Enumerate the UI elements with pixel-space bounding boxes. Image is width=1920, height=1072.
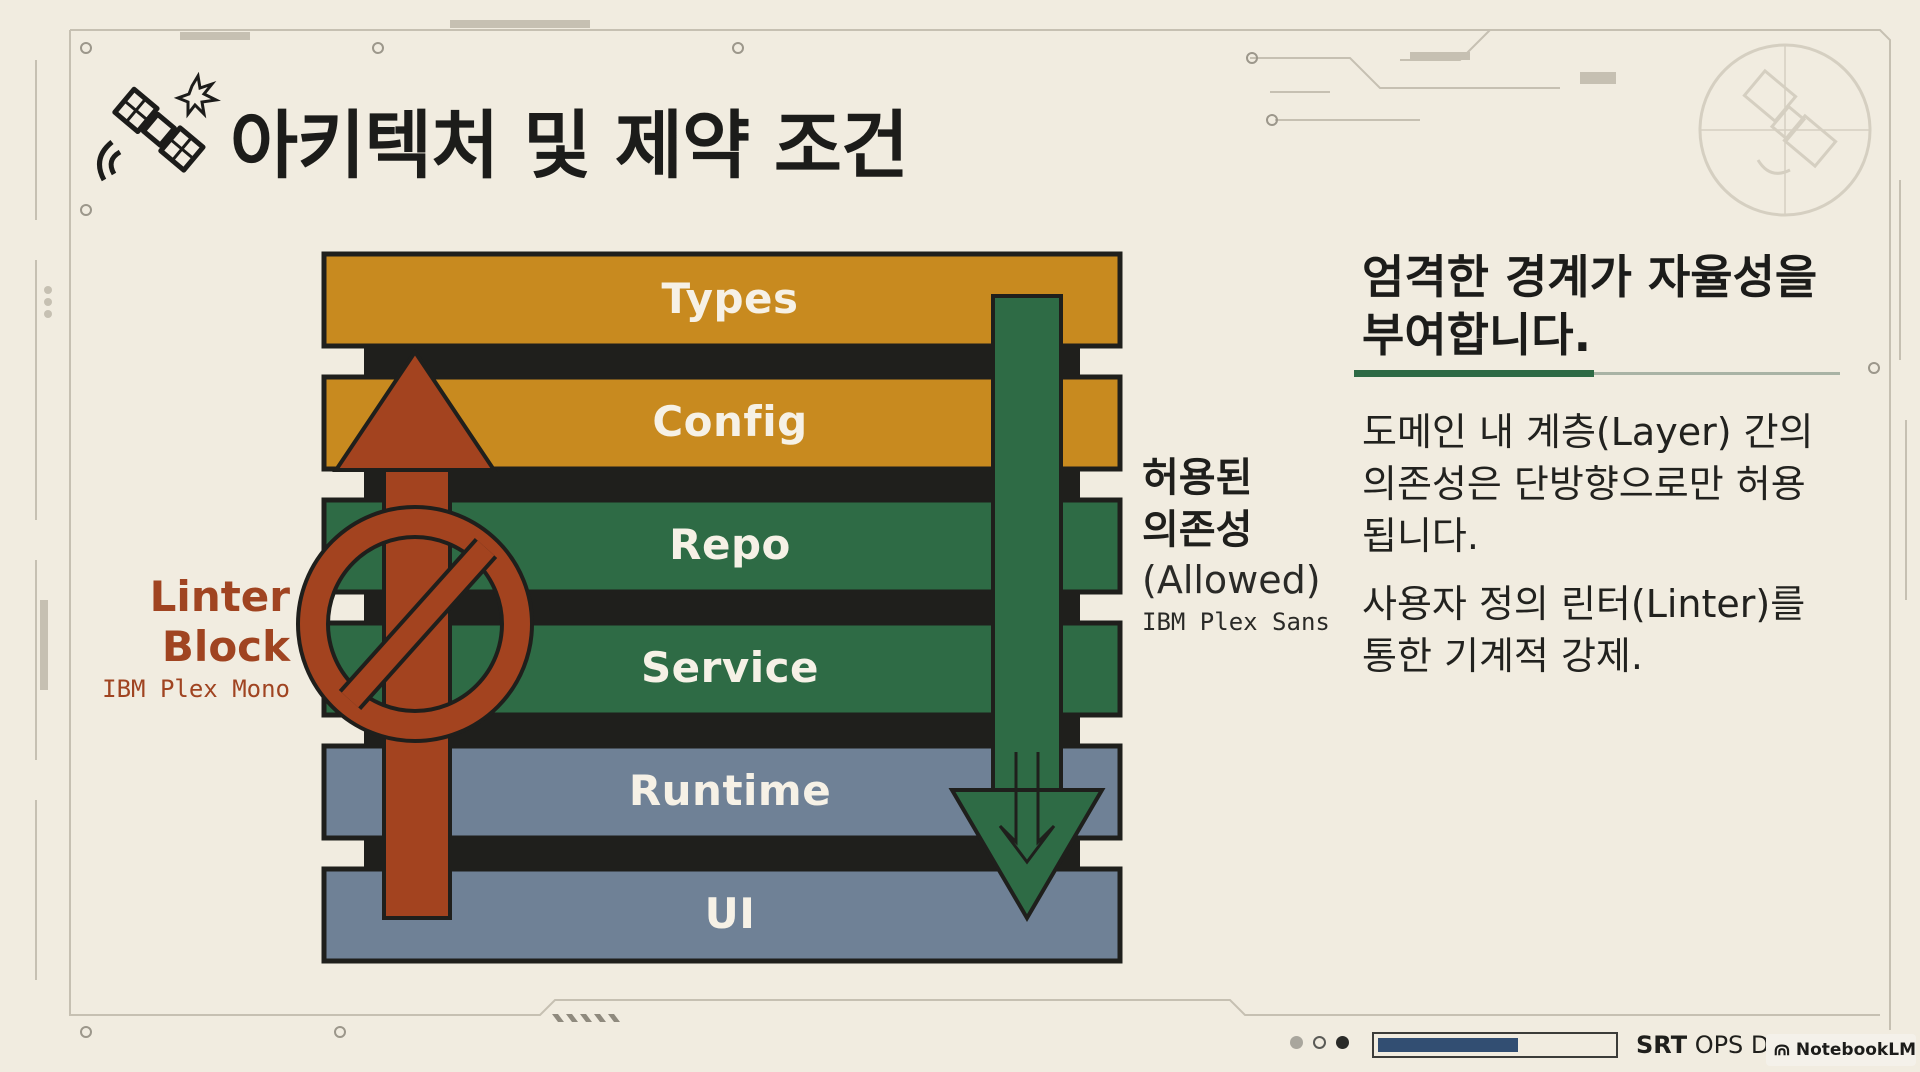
allowed-label-line1: 허용된 <box>1142 455 1253 501</box>
footer-brand-bold: SRT <box>1636 1031 1688 1059</box>
layer-label-config: Config <box>652 397 808 446</box>
layer-divider <box>364 346 1080 377</box>
pagination-dot-active[interactable] <box>1336 1036 1349 1049</box>
layer-band-ui <box>321 866 1123 964</box>
page-title: 아키텍처 및 제약 조건 <box>230 103 909 189</box>
blocked-label-line1: Linter <box>149 572 290 621</box>
layer-divider <box>364 838 1080 869</box>
panel-heading: 엄격한 경계가 자율성을 부여합니다. <box>1362 250 1818 362</box>
no-entry-icon <box>296 505 534 743</box>
blocked-font-note: IBM Plex Mono <box>102 675 290 703</box>
panel-paragraph-2: 사용자 정의 린터(Linter)를 통한 기계적 강제. <box>1362 582 1806 678</box>
layer-label-service: Service <box>640 643 820 692</box>
notebooklm-label: NotebookLM <box>1795 1040 1916 1060</box>
allowed-label-english: (Allowed) <box>1142 558 1321 602</box>
panel-paragraph-1: 도메인 내 계층(Layer) 간의 의존성은 단방향으로만 허용됩니다. <box>1362 410 1814 558</box>
notebooklm-icon <box>1774 1044 1790 1056</box>
satellite-watermark-icon <box>1698 43 1872 217</box>
allowed-label: 허용된 의존성 <box>1142 452 1252 556</box>
progress-fill <box>1378 1038 1518 1052</box>
notebooklm-watermark: NotebookLM <box>1766 1034 1916 1066</box>
pagination-dot[interactable] <box>1290 1036 1303 1049</box>
satellite-icon <box>97 72 221 182</box>
layer-label-types: Types <box>661 274 799 323</box>
heading-divider-accent <box>1354 370 1594 377</box>
progress-bar <box>1372 1032 1618 1058</box>
layer-band-types <box>321 251 1123 349</box>
allowed-font-note: IBM Plex Sans <box>1142 608 1330 636</box>
layer-divider <box>364 592 1080 623</box>
blocked-label-line2: Block <box>161 622 290 671</box>
blocked-label: Linter Block <box>150 572 290 672</box>
layer-divider <box>364 469 1080 500</box>
allowed-label-line2: 의존성 <box>1142 507 1253 553</box>
footer-brand: SRT OPS D <box>1636 1031 1769 1059</box>
layer-label-ui: UI <box>704 889 756 938</box>
layer-label-repo: Repo <box>669 520 791 569</box>
allowed-arrow <box>948 294 1106 922</box>
pagination-dot[interactable] <box>1313 1036 1326 1049</box>
layer-label-runtime: Runtime <box>628 766 832 815</box>
pagination-dots <box>1290 1036 1349 1049</box>
footer-brand-rest: OPS D <box>1687 1031 1770 1059</box>
heading-divider <box>1354 372 1840 375</box>
